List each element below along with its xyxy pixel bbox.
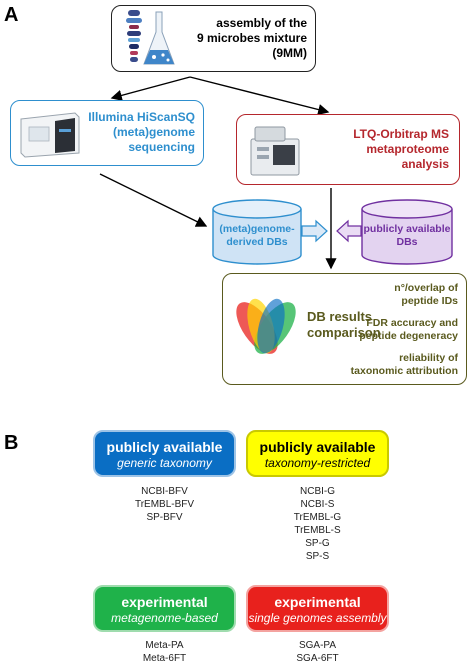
- publicdb-line1: publicly available: [363, 223, 451, 235]
- category-public-restricted: publicly available taxonomy-restricted: [246, 430, 389, 477]
- ltq-line2: metaproteome: [366, 142, 449, 156]
- db-item: SP-BFV: [146, 512, 183, 523]
- db-item: TrEMBL-BFV: [134, 499, 195, 510]
- db-list-public-generic: NCBI-BFV TrEMBL-BFV SP-BFV: [93, 485, 236, 524]
- mass-spectrometer-icon: [250, 126, 300, 176]
- panel-a-connectors: [99, 76, 453, 270]
- db-item: SGA-PA: [298, 640, 337, 651]
- microbe-flask-icon: [126, 10, 175, 65]
- category-subtitle: single genomes assembly: [248, 611, 387, 625]
- ltq-line3: analysis: [401, 157, 449, 171]
- category-public-generic: publicly available generic taxonomy: [93, 430, 236, 477]
- arrow-mixture-to-ltq: [189, 76, 330, 116]
- criterion-1-line2: peptide IDs: [401, 295, 458, 307]
- criterion-fdr: FDR accuracy and peptide degeneracy: [359, 317, 458, 343]
- category-title: experimental: [121, 594, 208, 610]
- ltq-line1: LTQ-Orbitrap MS: [353, 127, 449, 141]
- panel-b-label: B: [4, 432, 19, 454]
- mixture-line2: 9 microbes mixture: [196, 31, 307, 45]
- publicdb-line2: DBs: [396, 236, 418, 248]
- arrow-illumina-to-metadb: [99, 173, 208, 227]
- mixture-box: assembly of the 9 microbes mixture (9MM): [111, 5, 316, 72]
- db-list-public-restricted: NCBI-G NCBI-S TrEMBL-G TrEMBL-S SP-G SP-…: [246, 485, 389, 563]
- ltq-box: LTQ-Orbitrap MS metaproteome analysis: [236, 114, 460, 185]
- results-title-line2: comparison: [307, 325, 381, 340]
- metadb-cylinder: [212, 199, 302, 265]
- criterion-3-line2: taxonomic attribution: [350, 365, 458, 377]
- results-title: DB results comparison: [307, 309, 381, 341]
- category-experimental-metagenome: experimental metagenome-based: [93, 585, 236, 632]
- criterion-taxonomy: reliability of taxonomic attribution: [351, 352, 458, 378]
- metadb-line1: (meta)genome-: [219, 223, 295, 235]
- metadb-line2: derived DBs: [226, 236, 288, 248]
- illumina-line1: Illumina HiScanSQ: [88, 110, 195, 124]
- sequencer-icon: [20, 112, 80, 158]
- mixture-line3: (9MM): [272, 46, 307, 60]
- db-item: NCBI-BFV: [141, 486, 188, 497]
- db-list-experimental-genomes: SGA-PA SGA-6FT: [246, 639, 389, 665]
- blockarrow-right: [301, 219, 328, 243]
- publicdb-label: publicly available DBs: [362, 223, 452, 249]
- category-title: experimental: [274, 594, 361, 610]
- category-title: publicly available: [259, 439, 376, 455]
- criterion-2-line2: peptide degeneracy: [359, 330, 458, 342]
- db-list-experimental-metagenome: Meta-PA Meta-6FT: [93, 639, 236, 665]
- db-item: TrEMBL-S: [294, 525, 341, 536]
- db-item: Meta-PA: [145, 640, 184, 651]
- publicdb-cylinder: [361, 199, 453, 265]
- illumina-line3: sequencing: [128, 140, 195, 154]
- results-title-line1: DB results: [307, 309, 373, 324]
- category-title: publicly available: [106, 439, 223, 455]
- results-box: DB results comparison n°/overlap of pept…: [222, 273, 467, 385]
- category-subtitle: metagenome-based: [111, 611, 218, 625]
- arrow-mixture-to-illumina: [110, 76, 191, 101]
- db-item: NCBI-S: [300, 499, 335, 510]
- db-item: SP-G: [305, 538, 330, 549]
- category-subtitle: taxonomy-restricted: [264, 456, 371, 470]
- illumina-line2: (meta)genome: [112, 125, 195, 139]
- criterion-3-line1: reliability of: [399, 352, 458, 364]
- db-item: SP-S: [305, 551, 330, 562]
- db-item: TrEMBL-G: [293, 512, 342, 523]
- venn-diagram-icon: [236, 298, 296, 354]
- db-item: NCBI-G: [300, 486, 335, 497]
- category-subtitle: generic taxonomy: [117, 456, 212, 470]
- illumina-box: Illumina HiScanSQ (meta)genome sequencin…: [10, 100, 204, 166]
- criterion-1-line1: n°/overlap of: [394, 282, 458, 294]
- mixture-line1: assembly of the: [216, 16, 307, 30]
- db-item: Meta-6FT: [142, 653, 187, 664]
- metadb-label: (meta)genome- derived DBs: [213, 223, 301, 249]
- blockarrow-left: [336, 219, 362, 243]
- db-item: SGA-6FT: [296, 653, 339, 664]
- panel-a-label: A: [4, 4, 19, 26]
- criterion-peptide-ids: n°/overlap of peptide IDs: [394, 282, 458, 308]
- criterion-2-line1: FDR accuracy and: [366, 317, 458, 329]
- category-experimental-genomes: experimental single genomes assembly: [246, 585, 389, 632]
